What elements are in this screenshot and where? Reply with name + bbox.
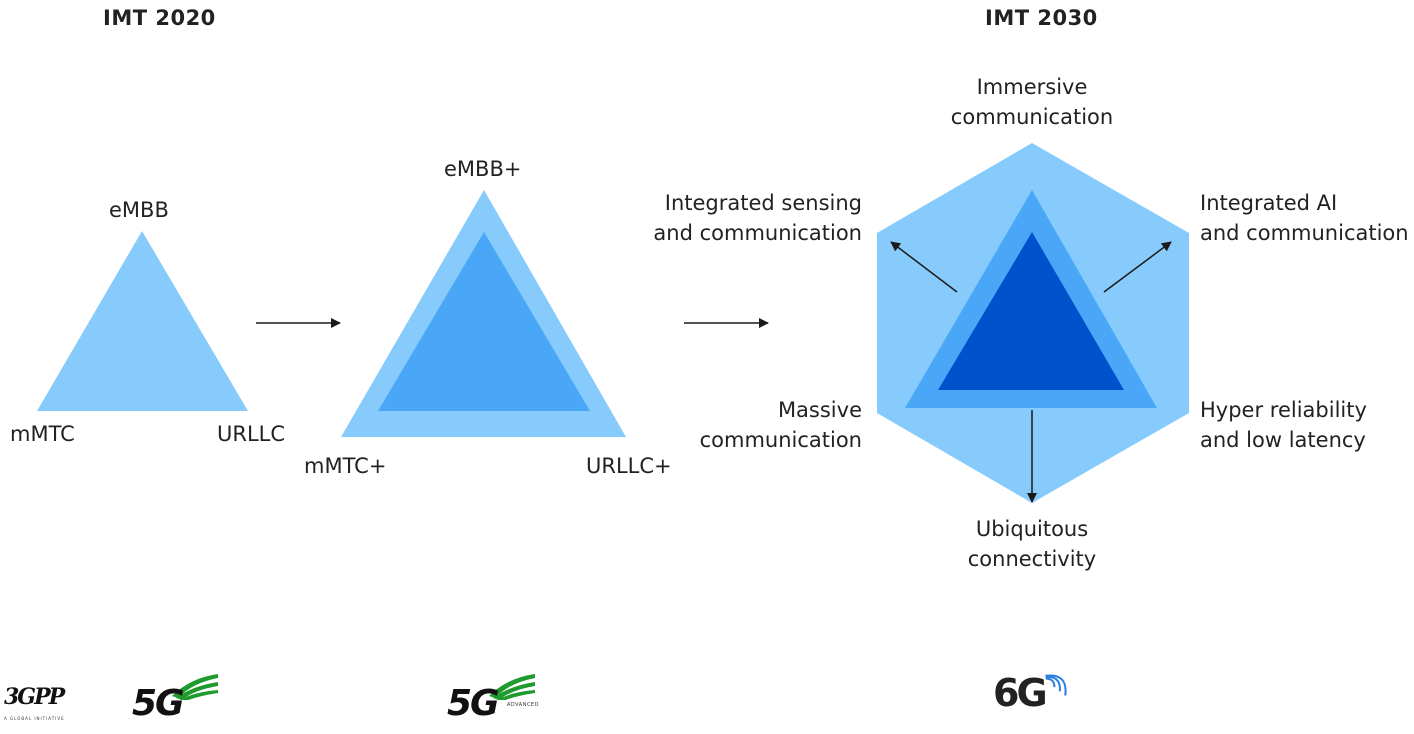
label-urllc: URLLC: [217, 422, 286, 446]
3gpp-logo: 3GPP A GLOBAL INITIATIVE: [4, 684, 76, 730]
3gpp-logo-text: 3GPP: [4, 684, 65, 710]
5g-advanced-arcs-icon: [489, 674, 535, 700]
5g-logo-text: 5G: [132, 683, 185, 724]
label-embb-plus: eMBB+: [444, 157, 522, 181]
6g-logo-text: 6G: [993, 671, 1048, 715]
advanced-triangle-inner: [378, 232, 590, 411]
label-integrated-sensing: Integrated sensing and communication: [653, 191, 862, 245]
label-massive: Massive communication: [699, 398, 862, 452]
6g-logo-waves-icon: [1045, 674, 1067, 696]
3gpp-logo-tagline: A GLOBAL INITIATIVE: [4, 716, 65, 721]
imt2020-title: IMT 2020: [103, 6, 216, 30]
6g-triangle-inner: [938, 232, 1124, 390]
label-hyper-reliability: Hyper reliability and low latency: [1200, 398, 1367, 452]
label-urllc-plus: URLLC+: [586, 454, 672, 478]
5g-advanced-logo-text: 5G: [447, 683, 500, 724]
6g-logo: 6G: [993, 666, 1073, 718]
imt2030-title: IMT 2030: [985, 6, 1098, 30]
5g-advanced-logo-sub: ADVANCED: [507, 702, 539, 708]
embb-triangle: [37, 231, 248, 411]
arrow-ai: [1103, 241, 1172, 293]
5g-advanced-logo: 5G ADVANCED: [447, 670, 547, 726]
5g-logo: 5G: [132, 670, 222, 726]
label-mmtc: mMTC: [10, 422, 75, 446]
5g-logo-arcs-icon: [172, 674, 218, 700]
label-embb: eMBB: [109, 198, 169, 222]
label-immersive: Immersive communication: [950, 75, 1114, 129]
label-ubiquitous: Ubiquitous connectivity: [967, 517, 1097, 571]
label-integrated-ai: Integrated AI and communication: [1200, 191, 1409, 245]
arrow-sensing: [890, 241, 958, 293]
label-mmtc-plus: mMTC+: [304, 454, 387, 478]
